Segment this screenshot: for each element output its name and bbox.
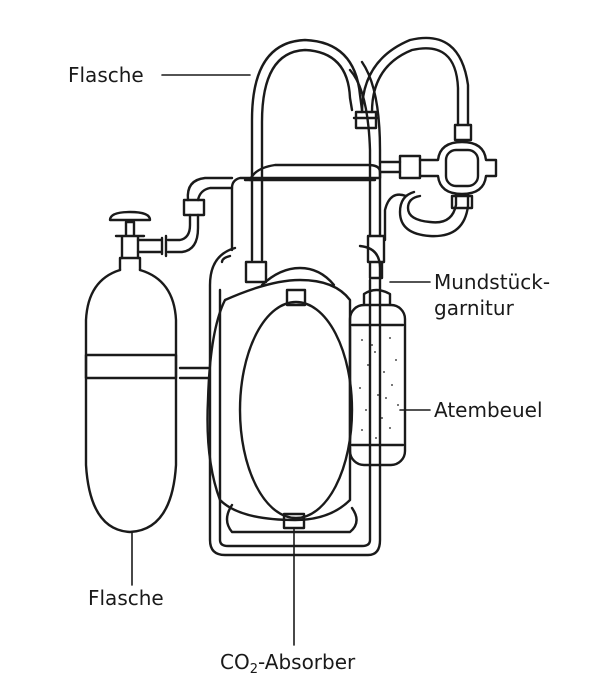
label-atembeuel: Atembeuel	[434, 398, 543, 422]
mouthpiece-tip	[450, 194, 474, 210]
left-coupling	[182, 198, 206, 217]
right-top-loop	[360, 36, 470, 127]
lower-frame	[225, 503, 358, 534]
absorber-top-fitting	[366, 234, 386, 280]
main-hose-left	[250, 38, 364, 262]
label-flasche-top: Flasche	[68, 63, 144, 87]
label-co2-absorber: CO2-Absorber	[220, 650, 355, 682]
left-cylinder	[84, 268, 178, 534]
pipe-joint	[398, 154, 422, 180]
label-co2-subscript: 2	[249, 662, 258, 677]
back-frame-inner	[218, 254, 372, 548]
mouthpiece-tube	[398, 190, 470, 238]
side-strut	[178, 366, 210, 380]
back-frame	[208, 244, 382, 557]
mouthpiece-body	[418, 140, 498, 196]
label-flasche-bottom: Flasche	[88, 586, 164, 610]
right-loop-coupling	[453, 123, 473, 142]
valve-outlet	[136, 234, 168, 258]
label-mundstueck-line1: Mundstück-	[434, 270, 551, 294]
tube-to-absorber	[383, 193, 408, 242]
absorber-granules	[359, 337, 399, 439]
absorber-canister	[348, 303, 407, 467]
cylinder-valve	[108, 210, 152, 260]
bag-bottom-fitting	[282, 512, 306, 530]
valve-hose	[166, 213, 200, 254]
bag-top-fitting	[285, 288, 307, 307]
upper-frame-bar	[230, 163, 382, 252]
label-co2-suffix: -Absorber	[258, 650, 356, 674]
horizontal-pipe	[378, 160, 402, 174]
cylinder-band	[84, 353, 178, 380]
label-mundstueck-line2: garnitur	[434, 296, 514, 320]
left-coupling-hose	[186, 176, 234, 202]
bag-housing-top	[260, 266, 336, 287]
coupling-left	[352, 110, 380, 130]
label-co2-prefix: CO	[220, 650, 250, 674]
breathing-bag	[238, 300, 354, 520]
main-hose-right	[348, 60, 382, 238]
mouthpiece-window	[444, 148, 480, 188]
bag-housing	[206, 278, 352, 522]
absorber-cap	[362, 288, 392, 307]
bag-left-coupling	[244, 260, 268, 284]
cylinder-neck	[118, 256, 142, 272]
